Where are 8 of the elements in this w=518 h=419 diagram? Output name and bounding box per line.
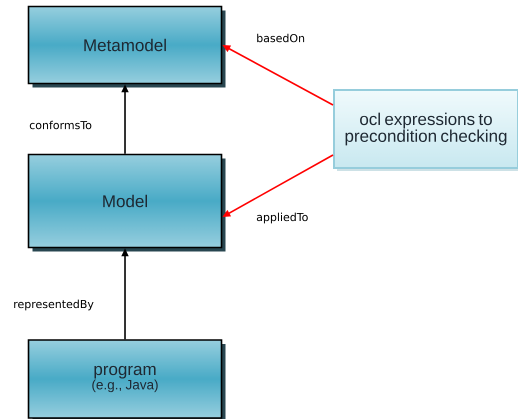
edge-label: conformsTo [28,120,93,130]
edge-label: basedOn [255,32,306,44]
edge-label: representedBy [12,298,95,312]
model-box: Metamodel [28,6,226,88]
model-box: Model [28,154,226,252]
model-box: program (e.g., Java) [28,339,226,419]
note-box: ocl expressions to precondition checking [333,89,518,171]
edge-label: appliedTo [255,212,310,224]
